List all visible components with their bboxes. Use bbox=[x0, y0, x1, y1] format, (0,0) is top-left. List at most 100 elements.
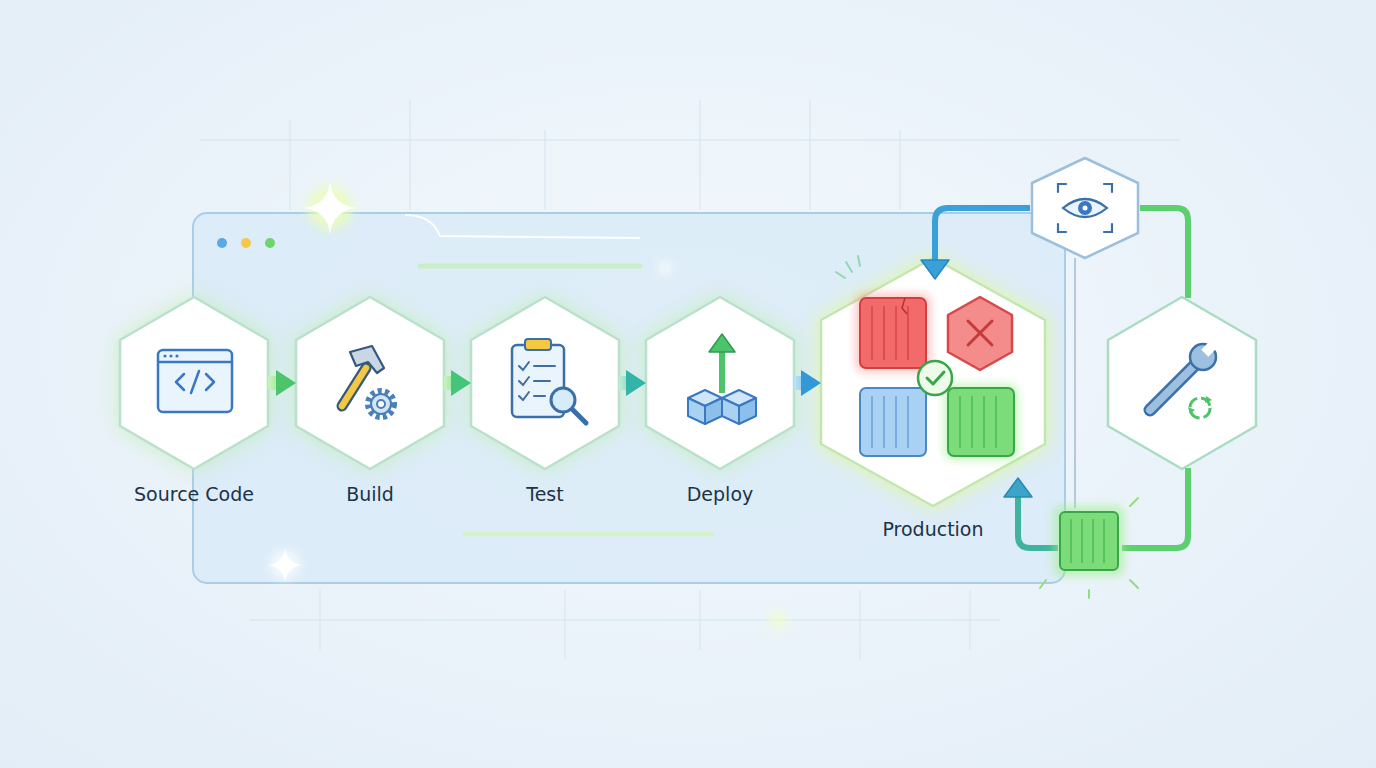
window-panel bbox=[420, 264, 640, 269]
container-cluster bbox=[860, 298, 926, 368]
container-cluster bbox=[907, 306, 909, 360]
hammer-gear-icon bbox=[350, 346, 384, 373]
window-panel bbox=[659, 262, 671, 274]
clipboard-icon bbox=[534, 380, 550, 382]
feedback-loop bbox=[921, 260, 949, 279]
container-cluster bbox=[902, 298, 907, 314]
sparkle bbox=[304, 182, 356, 234]
window-panel bbox=[405, 215, 640, 238]
container-cluster bbox=[968, 321, 992, 345]
repair-hexagon bbox=[1108, 297, 1256, 469]
stage-label: Deploy bbox=[687, 483, 754, 506]
container-cluster bbox=[846, 262, 852, 272]
new-container bbox=[1060, 512, 1118, 570]
stage-hexagon: Deploy bbox=[646, 297, 794, 469]
grid-lines bbox=[900, 130, 901, 210]
hammer-gear-icon bbox=[371, 394, 391, 414]
flow-arrow bbox=[794, 376, 801, 390]
container-cluster bbox=[836, 256, 860, 278]
monitor-hexagon bbox=[1058, 184, 1066, 192]
code-window-icon bbox=[175, 354, 178, 357]
repair-hexagon bbox=[1201, 341, 1217, 357]
clipboard-icon bbox=[551, 388, 575, 412]
new-container bbox=[1088, 590, 1090, 598]
new-container bbox=[1070, 519, 1072, 563]
container-cluster bbox=[968, 321, 992, 345]
clipboard-icon bbox=[572, 409, 586, 423]
new-container bbox=[1040, 498, 1138, 598]
hexagon-outline bbox=[471, 297, 619, 469]
container-cluster bbox=[883, 306, 885, 360]
grid-lines bbox=[810, 100, 811, 210]
feedback-loop bbox=[1140, 208, 1188, 298]
window-panel bbox=[465, 532, 712, 537]
monitor-hexagon bbox=[1104, 184, 1112, 192]
hexagon-outline bbox=[296, 297, 444, 469]
stage-label: Source Code bbox=[134, 483, 254, 506]
hammer-gear-icon bbox=[377, 400, 385, 408]
grid-lines bbox=[700, 100, 701, 210]
code-window-icon bbox=[169, 354, 172, 357]
deploy-cubes-icon bbox=[719, 350, 725, 393]
grid-lines bbox=[200, 140, 1180, 141]
stage-hexagon: Test bbox=[471, 297, 619, 469]
new-container bbox=[1081, 519, 1083, 563]
container-cluster bbox=[895, 306, 897, 360]
monitor-hexagon bbox=[1083, 206, 1088, 211]
grid-lines bbox=[320, 590, 321, 650]
grid-lines bbox=[250, 620, 1000, 621]
deploy-cubes-icon bbox=[739, 398, 756, 424]
monitor-hexagon bbox=[1058, 184, 1112, 232]
new-container bbox=[1103, 519, 1105, 563]
container-cluster bbox=[895, 396, 897, 448]
code-window-icon bbox=[176, 374, 184, 390]
hexagon-outline bbox=[821, 258, 1045, 506]
grid-lines bbox=[565, 590, 566, 660]
container-cluster bbox=[856, 294, 930, 372]
window-panel bbox=[193, 213, 1065, 583]
repair-hexagon bbox=[1205, 396, 1212, 403]
repair-hexagon bbox=[1150, 364, 1196, 410]
flow-arrow bbox=[268, 376, 276, 390]
code-window-icon bbox=[158, 361, 232, 364]
feedback-loop bbox=[1004, 478, 1032, 497]
deploy-cubes-icon bbox=[722, 398, 739, 424]
container-cluster bbox=[871, 396, 873, 448]
container-cluster bbox=[971, 396, 973, 448]
container-cluster bbox=[918, 361, 952, 395]
clipboard-icon bbox=[512, 345, 564, 417]
code-window-icon bbox=[191, 371, 199, 393]
window-panel bbox=[217, 238, 227, 248]
container-cluster bbox=[927, 372, 944, 384]
grid-lines bbox=[200, 100, 1180, 660]
hexagon-shape bbox=[646, 297, 794, 469]
deploy-cubes-icon bbox=[688, 390, 722, 406]
repair-hexagon bbox=[1190, 344, 1216, 370]
hammer-gear-icon bbox=[342, 346, 394, 417]
clipboard-icon bbox=[519, 362, 529, 370]
sparkle bbox=[308, 186, 352, 230]
container-cluster bbox=[836, 256, 1018, 460]
hexagon-shape bbox=[471, 297, 619, 469]
sparkle bbox=[268, 548, 302, 582]
feedback-loop bbox=[935, 208, 1030, 262]
new-container bbox=[1071, 519, 1104, 563]
deploy-cubes-icon bbox=[688, 398, 705, 424]
container-cluster bbox=[872, 396, 908, 448]
feedback-loop bbox=[921, 208, 1188, 548]
new-container bbox=[1130, 580, 1138, 588]
new-container bbox=[1130, 498, 1138, 506]
container-cluster bbox=[907, 396, 909, 448]
feedback-loop bbox=[1122, 468, 1188, 548]
container-cluster bbox=[948, 297, 1012, 370]
clipboard-icon bbox=[534, 365, 555, 367]
monitor-hexagon bbox=[1058, 224, 1066, 232]
stage-hexagon: Source Code bbox=[120, 297, 268, 469]
grid-lines bbox=[545, 130, 546, 210]
monitor-hexagon bbox=[1078, 201, 1092, 215]
new-container bbox=[1092, 519, 1094, 563]
hammer-gear-icon bbox=[342, 368, 366, 406]
container-cluster bbox=[858, 256, 860, 266]
grid-lines bbox=[860, 590, 861, 660]
